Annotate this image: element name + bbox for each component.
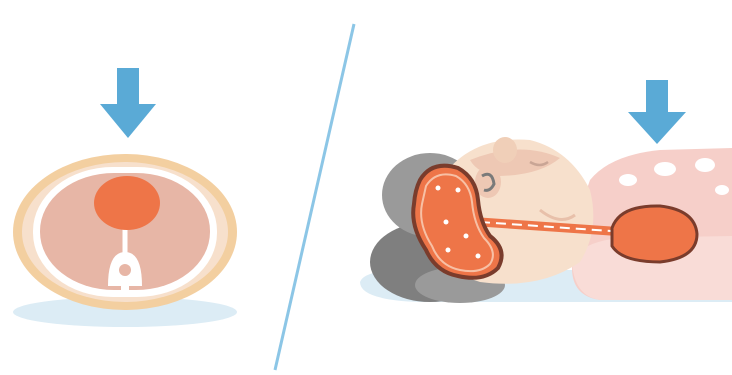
left-panel xyxy=(13,68,237,327)
heart-organ-side xyxy=(612,206,697,262)
panel-divider xyxy=(275,24,354,370)
clothing-spot xyxy=(654,162,676,176)
clothing-spot xyxy=(619,174,637,186)
clothing-spot xyxy=(695,158,715,172)
down-arrow-icon xyxy=(100,68,156,138)
heart-organ xyxy=(94,176,160,230)
nose xyxy=(493,137,517,163)
down-arrow-icon xyxy=(628,80,686,144)
clothing-spot xyxy=(715,185,729,195)
right-panel xyxy=(360,80,732,303)
